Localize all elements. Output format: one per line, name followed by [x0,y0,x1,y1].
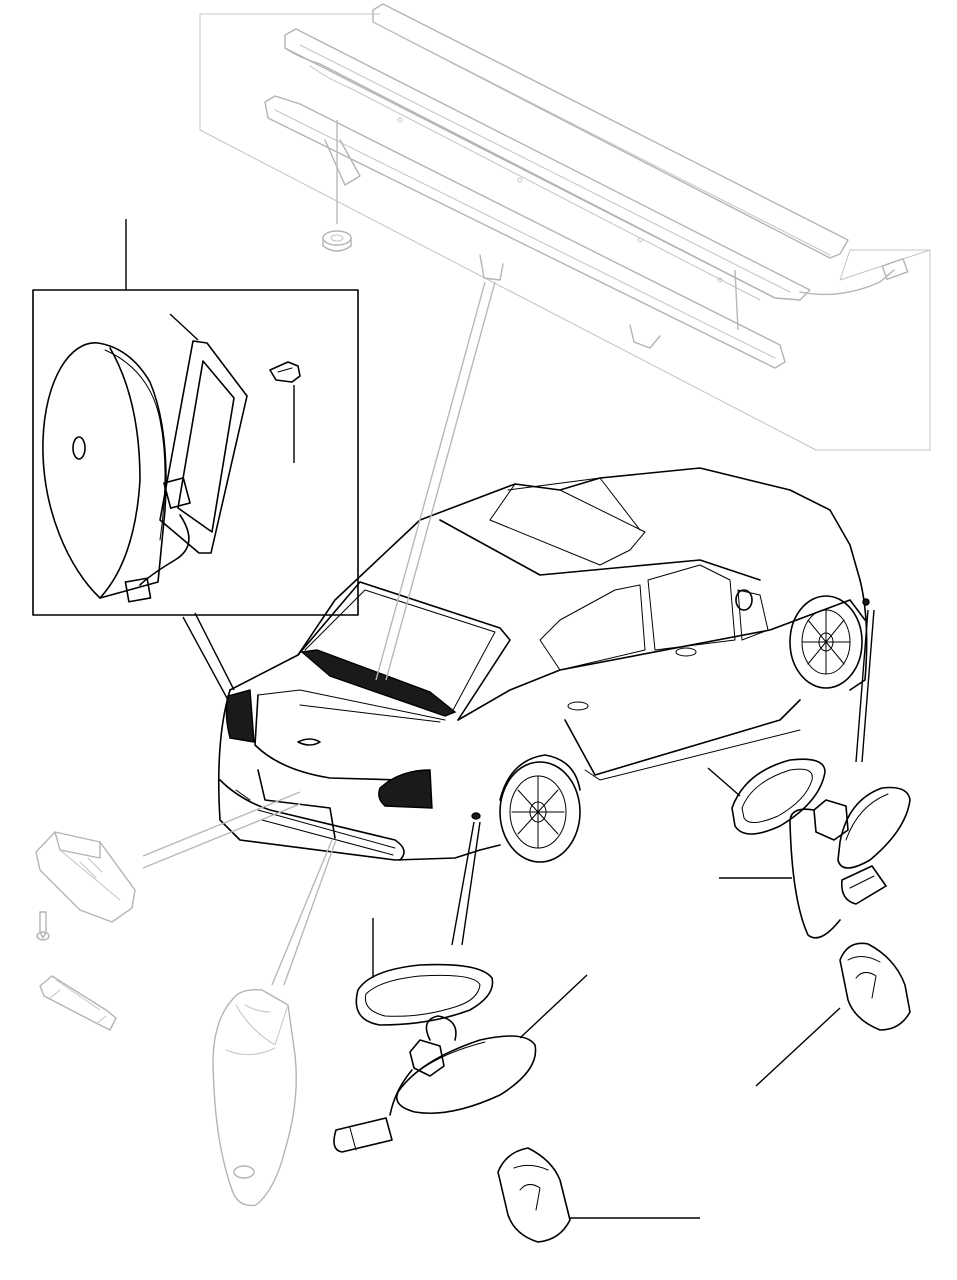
bumper-trim-strip [372,3,849,259]
wedge-bulb-front [755,942,911,1087]
tail-lamp-inset [32,219,359,616]
car-body [217,467,870,863]
tail-lamp-gasket [159,313,248,554]
rear-wheel [499,754,581,863]
side-marker-lamp-front [813,786,911,869]
rear-tail-lights [225,689,433,809]
side-marker-lamp-rear [396,974,588,1115]
wedge-bulb-rear [497,1147,700,1243]
grommet [322,120,352,252]
reflector-housing [212,989,297,1207]
number-plate-lamp-screw [36,911,50,941]
tail-lamp-screw [269,361,301,463]
side-marker-gasket-front [707,758,826,835]
front-wheel [789,595,863,689]
side-marker-wiring-front [719,808,887,939]
bumper-bracket [264,95,786,369]
festoon-bulb [39,975,117,1031]
tail-lamp-unit [42,342,191,603]
bumper-assembly-ghost [199,3,931,451]
number-plate-lamp [35,831,136,923]
side-marker-gasket-rear [355,918,494,1026]
side-marker-wiring-rear [333,1069,413,1153]
leader-lines [142,281,875,986]
rear-bumper-reinforcement [284,28,811,301]
